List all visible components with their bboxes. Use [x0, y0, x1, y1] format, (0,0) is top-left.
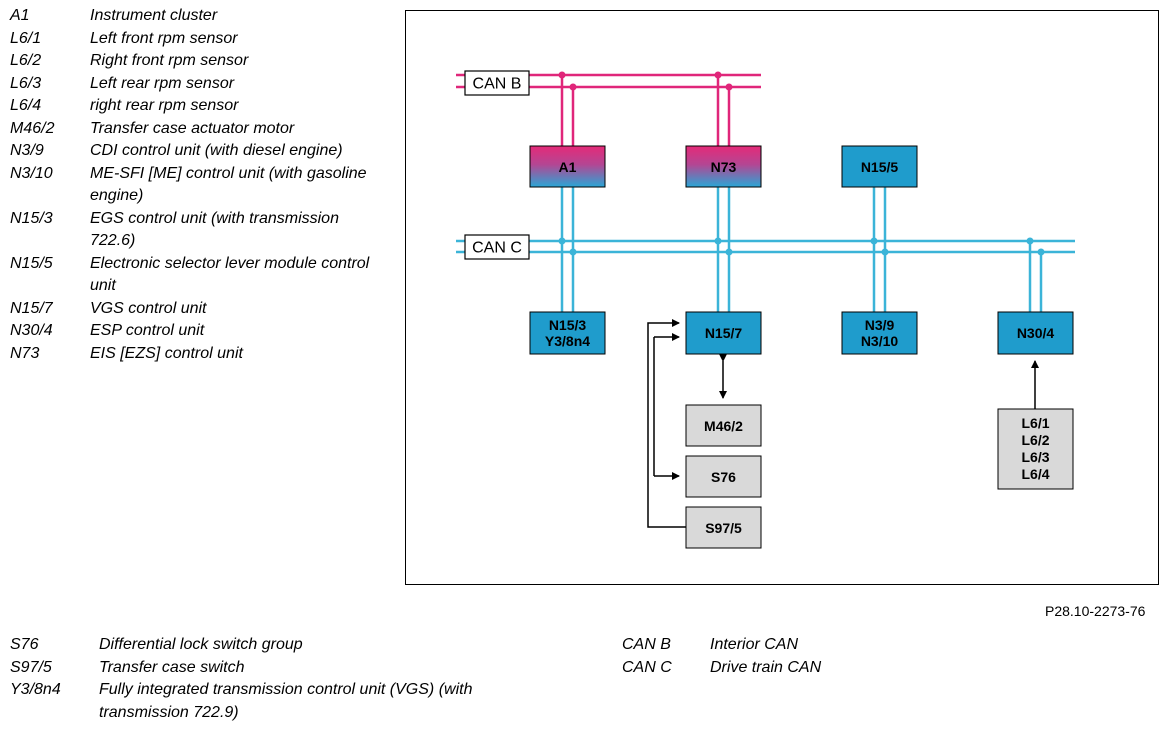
s97-5-to-n15-7-line — [647, 319, 686, 528]
can-c-bus — [456, 187, 1075, 312]
n15-5-box: N15/5 — [841, 145, 918, 188]
legend-top-entry: M46/2 Transfer case actuator motor — [10, 118, 380, 141]
n3-box: N3/9 N3/10 — [841, 311, 918, 355]
legend-bottom-left-description: Fully integrated transmission control un… — [99, 681, 473, 721]
legend-top-description: EIS [EZS] control unit — [90, 344, 243, 362]
legend-top-description: EGS control unit (with transmission 722.… — [90, 209, 339, 250]
n3-10-label: N3/10 — [861, 333, 899, 349]
n15-3-label: N15/3 — [549, 317, 587, 333]
n3-9-label: N3/9 — [865, 317, 895, 333]
legend-top-entry: L6/4 right rear rpm sensor — [10, 95, 380, 118]
legend-bottom-right: CAN B Interior CAN CAN C Drive train CAN — [622, 634, 922, 679]
legend-top-description: VGS control unit — [90, 299, 207, 317]
legend-top-entry: N15/7 VGS control unit — [10, 298, 380, 321]
legend-top-code: L6/2 — [10, 52, 42, 69]
legend-top-description: ESP control unit — [90, 322, 205, 339]
a1-label: A1 — [559, 159, 577, 175]
legend-bottom-right-entry: CAN B Interior CAN — [622, 634, 922, 657]
legend-top-description: Left rear rpm sensor — [90, 74, 235, 92]
legend-bottom-left-entry: S97/5 Transfer case switch — [10, 657, 550, 680]
legend-bottom-right-entry: CAN C Drive train CAN — [622, 657, 922, 680]
legend-top-entry: N3/9 CDI control unit (with diesel engine… — [10, 140, 380, 163]
can-b-label: CAN B — [473, 76, 522, 93]
legend-top-code: L6/3 — [10, 74, 42, 92]
s97-5-box: S97/5 — [685, 506, 762, 549]
diagram-frame: CAN B CAN C A1 N73 N15/5 N15/3 Y3/8n4 N1… — [405, 10, 1159, 585]
legend-top-code: L6/1 — [10, 29, 42, 47]
figure-reference: P28.10-2273-76 — [1045, 603, 1146, 619]
s97-5-label: S97/5 — [705, 520, 742, 536]
rpm-sensors-box: L6/1 L6/2 L6/3 L6/4 — [997, 408, 1074, 490]
legend-bottom-left-description: Transfer case switch — [99, 658, 245, 676]
signal-connections — [647, 319, 1039, 528]
legend-top-entry: N15/3 EGS control unit (with transmission… — [10, 208, 380, 253]
n15-5-label: N15/5 — [861, 159, 899, 175]
n73-box: N73 — [685, 145, 762, 188]
legend-bottom-right-code: CAN B — [622, 636, 671, 653]
legend-top-code: N3/9 — [10, 142, 44, 159]
n30-4-box: N30/4 — [997, 311, 1074, 355]
legend-bottom-left-entry: Y3/8n4 Fully integrated transmission cont… — [10, 679, 550, 724]
legend-top-entry: L6/3 Left rear rpm sensor — [10, 73, 380, 96]
y3-8n4-label: Y3/8n4 — [545, 333, 590, 349]
l6-4-label: L6/4 — [1021, 466, 1049, 482]
legend-bottom-left-description: Differential lock switch group — [99, 636, 303, 653]
legend-top-description: ME-SFI [ME] control unit (with gasoline … — [90, 164, 367, 205]
legend-top-code: N73 — [10, 344, 40, 362]
n15-3-box: N15/3 Y3/8n4 — [529, 311, 606, 355]
m46-2-label: M46/2 — [704, 418, 743, 434]
legend-bottom-left-code: Y3/8n4 — [10, 681, 61, 698]
s76-box: S76 — [685, 455, 762, 498]
legend-top-code: M46/2 — [10, 119, 55, 137]
legend-top-code: N15/5 — [10, 254, 53, 272]
legend-top-entry: N3/10 ME-SFI [ME] control unit (with gaso… — [10, 163, 380, 208]
legend-top-code: N15/3 — [10, 209, 53, 227]
legend-top-code: L6/4 — [10, 97, 42, 114]
legend-top-entry: N30/4 ESP control unit — [10, 320, 380, 343]
legend-bottom-right-description: Drive train CAN — [710, 658, 822, 676]
can-c-label: CAN C — [472, 240, 522, 257]
legend-bottom-left-code: S76 — [10, 636, 39, 653]
legend-top-entry: L6/2 Right front rpm sensor — [10, 50, 380, 73]
a1-box: A1 — [529, 145, 606, 188]
legend-top-entry: N73 EIS [EZS] control unit — [10, 343, 380, 366]
legend-top-code: N30/4 — [10, 322, 53, 339]
can-b-label-box: CAN B — [464, 70, 530, 96]
can-c-label-box: CAN C — [464, 234, 530, 260]
legend-top-description: Electronic selector lever module control… — [90, 254, 370, 295]
legend-top-entry: A1 Instrument cluster — [10, 5, 380, 28]
m46-2-box: M46/2 — [685, 404, 762, 447]
l6-3-label: L6/3 — [1021, 449, 1049, 465]
legend-top-code: N15/7 — [10, 299, 53, 317]
legend-top-description: Right front rpm sensor — [90, 52, 249, 69]
legend-top-description: right rear rpm sensor — [90, 97, 239, 114]
legend-top-description: Instrument cluster — [90, 7, 218, 24]
legend-top-entry: L6/1 Left front rpm sensor — [10, 28, 380, 51]
legend-bottom-left-code: S97/5 — [10, 658, 52, 676]
s76-label: S76 — [711, 469, 736, 485]
legend-top-entry: N15/5 Electronic selector lever module co… — [10, 253, 380, 298]
can-network-diagram: CAN B CAN C A1 N73 N15/5 N15/3 Y3/8n4 N1… — [456, 70, 1075, 549]
legend-top-code: A1 — [10, 7, 30, 24]
legend-top-code: N3/10 — [10, 164, 53, 182]
legend-top-description: Transfer case actuator motor — [90, 119, 295, 137]
n15-7-box: N15/7 — [685, 311, 762, 355]
n73-label: N73 — [711, 159, 737, 175]
l6-2-label: L6/2 — [1021, 432, 1049, 448]
legend-top-description: Left front rpm sensor — [90, 29, 238, 47]
legend-bottom-right-code: CAN C — [622, 658, 672, 676]
n30-4-label: N30/4 — [1017, 325, 1055, 341]
legend-top-description: CDI control unit (with diesel engine) — [90, 142, 343, 159]
legend-bottom-left-entry: S76 Differential lock switch group — [10, 634, 550, 657]
l6-1-label: L6/1 — [1021, 415, 1049, 431]
n15-7-label: N15/7 — [705, 325, 743, 341]
legend-bottom-right-description: Interior CAN — [710, 636, 799, 653]
